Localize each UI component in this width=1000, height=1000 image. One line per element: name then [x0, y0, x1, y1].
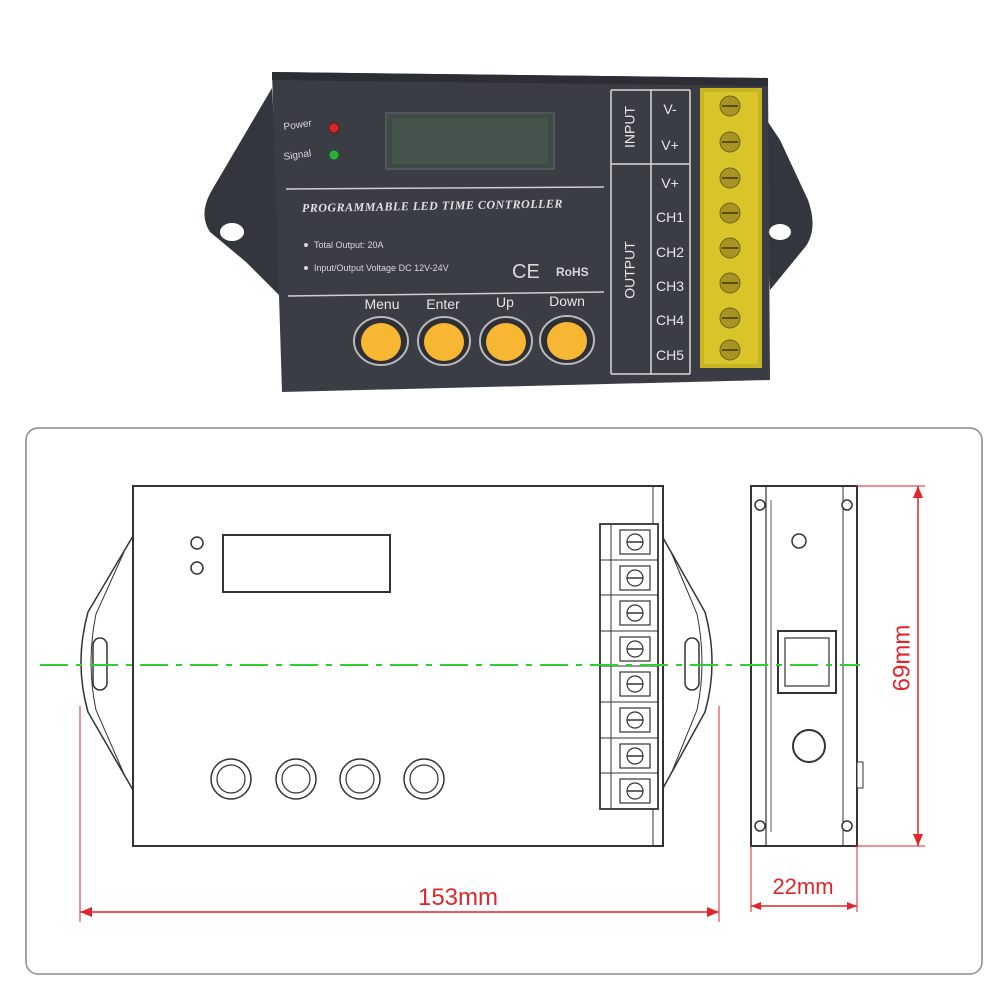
front-indicator-hole [190, 536, 204, 550]
terminal-block [700, 88, 762, 368]
front-terminal-screw [619, 671, 651, 697]
power-led [328, 122, 340, 134]
power-label: Power [283, 118, 313, 133]
height-dimension-label: 69mm [888, 625, 915, 692]
terminal-screw [719, 95, 741, 117]
up-button-label: Up [496, 294, 514, 310]
terminal-screw [719, 131, 741, 153]
terminal-label-ch5: CH5 [656, 347, 684, 363]
up-button[interactable] [479, 316, 533, 366]
depth-dimension-label: 22mm [772, 874, 833, 899]
depth-dimension: 22mm [750, 846, 858, 912]
left-mount-hole [220, 223, 244, 241]
product-title: PROGRAMMABLE LED TIME CONTROLLER [302, 196, 563, 215]
menu-button-label: Menu [364, 296, 399, 312]
terminal-label-ch2: CH2 [656, 244, 684, 260]
side-screw [841, 499, 853, 511]
down-button[interactable] [539, 315, 595, 365]
front-button [403, 758, 445, 800]
front-button [210, 758, 252, 800]
terminal-screw [719, 307, 741, 329]
technical-drawing: 153mm 69mm 22mm [25, 427, 983, 975]
front-terminal-screw [619, 529, 651, 555]
width-dimension: 153mm [79, 706, 720, 922]
terminal-label-ch3: CH3 [656, 278, 684, 294]
enter-button[interactable] [417, 316, 471, 366]
enter-button-label: Enter [426, 296, 460, 312]
terminal-screw [719, 237, 741, 259]
front-terminal-screw [619, 778, 651, 804]
front-left-flange [80, 535, 134, 791]
side-port-inner [784, 637, 830, 687]
width-dimension-label: 153mm [418, 884, 498, 911]
terminal-label-panel: INPUT OUTPUT V- V+ V+ CH1 CH2 CH3 CH4 CH… [610, 89, 691, 375]
divider-top [285, 186, 605, 190]
side-screw [754, 820, 766, 832]
front-terminal-screw [619, 707, 651, 733]
terminal-label-v-minus: V- [663, 101, 677, 117]
divider-bottom [287, 291, 605, 297]
front-terminal-block [599, 523, 659, 810]
terminal-label-ch1: CH1 [656, 209, 684, 225]
terminal-screw [719, 272, 741, 294]
side-screw [841, 820, 853, 832]
terminal-label-ch4: CH4 [656, 312, 684, 328]
right-mount-hole [769, 224, 791, 240]
spec-total-output: Total Output: 20A [314, 240, 384, 250]
terminal-label-v-plus-in: V+ [661, 137, 679, 153]
signal-led [328, 149, 340, 161]
height-dimension: 69mm [855, 485, 925, 847]
terminal-screw [719, 339, 741, 361]
terminal-screw [719, 167, 741, 189]
front-button [339, 758, 381, 800]
output-group-label: OUTPUT [622, 241, 638, 299]
menu-button[interactable] [353, 316, 409, 366]
rohs-mark: RoHS [556, 265, 589, 279]
front-terminal-screw [619, 636, 651, 662]
input-group-label: INPUT [622, 106, 638, 148]
controller-photo: Power Signal PROGRAMMABLE LED TIME CONTR… [204, 72, 813, 392]
front-button [275, 758, 317, 800]
side-small-hole [791, 533, 807, 549]
side-screw [754, 499, 766, 511]
front-indicator-hole [190, 561, 204, 575]
front-terminal-screw [619, 600, 651, 626]
spec-voltage: Input/Output Voltage DC 12V-24V [314, 263, 449, 273]
terminal-label-v-plus-out: V+ [661, 175, 679, 191]
terminal-screw [719, 202, 741, 224]
left-mounting-flange [204, 88, 284, 300]
down-button-label: Down [549, 293, 585, 309]
front-right-flange [661, 535, 713, 791]
signal-label: Signal [283, 148, 312, 163]
right-mounting-flange [760, 110, 813, 290]
front-lcd-window [222, 534, 391, 593]
ce-mark: CE [512, 261, 540, 283]
side-round-port [792, 729, 826, 763]
front-terminal-screw [619, 565, 651, 591]
front-terminal-screw [619, 743, 651, 769]
